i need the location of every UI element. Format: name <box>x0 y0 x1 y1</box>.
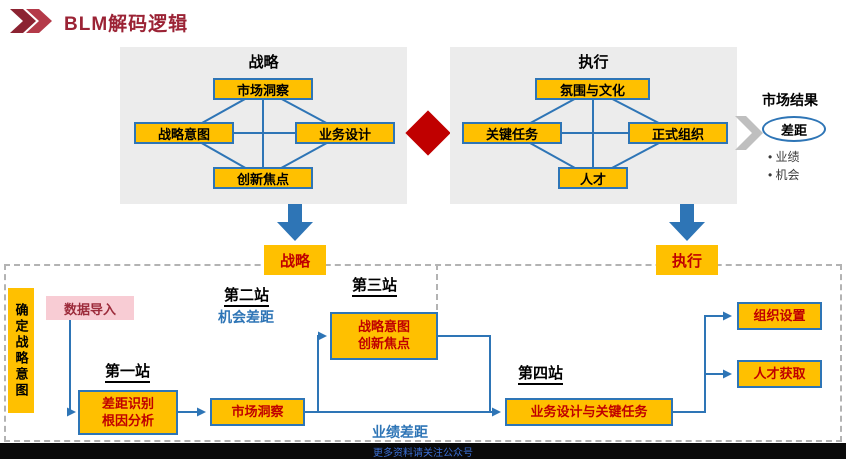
execution-box-talent: 人才 <box>558 167 628 189</box>
footer-bar: 更多资料请关注公众号 <box>0 443 846 459</box>
strategy-panel-title: 战略 <box>248 54 279 71</box>
station3-box: 战略意图 创新焦点 <box>330 312 438 360</box>
execution-box-culture: 氛围与文化 <box>535 78 650 100</box>
strategy-box-market-insight: 市场洞察 <box>213 78 313 100</box>
station1-box: 差距识别 根因分析 <box>78 390 178 435</box>
station1-title: 第一站 <box>105 360 151 383</box>
strategy-box-business-design: 业务设计 <box>295 122 395 144</box>
execution-box-key-tasks: 关键任务 <box>462 122 562 144</box>
data-import-box: 数据导入 <box>46 296 134 320</box>
market-insight-box: 市场洞察 <box>210 398 305 426</box>
page-title: BLM解码逻辑 <box>64 14 189 35</box>
strategy-panel: 战略 市场洞察 战略意图 业务设计 创新焦点 <box>120 47 407 204</box>
gap-ellipse: 差距 <box>762 116 826 142</box>
down-arrow-execution-icon <box>669 204 705 241</box>
tag-strategy: 战略 <box>264 245 326 275</box>
bullet-performance: 业绩 <box>768 148 800 165</box>
determine-strategic-intent-strip: 确定战略意图 <box>8 288 34 413</box>
performance-gap-label: 业绩差距 <box>372 424 428 440</box>
red-diamond-icon <box>405 110 451 156</box>
execution-panel: 执行 氛围与文化 关键任务 正式组织 人才 <box>450 47 737 204</box>
flow-connectors <box>67 311 732 417</box>
execution-box-formal-org: 正式组织 <box>628 122 728 144</box>
station3-title: 第三站 <box>352 274 398 297</box>
station4-title: 第四站 <box>518 362 564 385</box>
opportunity-gap-label: 机会差距 <box>218 309 274 325</box>
strategy-box-innovation-focus: 创新焦点 <box>213 167 313 189</box>
down-arrow-strategy-icon <box>277 204 313 241</box>
determine-strategic-intent-label: 确定战略意图 <box>13 302 29 399</box>
org-setup-box: 组织设置 <box>737 302 822 330</box>
talent-acquisition-box: 人才获取 <box>737 360 822 388</box>
station4-box: 业务设计与关键任务 <box>505 398 673 426</box>
strategy-box-strategic-intent: 战略意图 <box>134 122 234 144</box>
tag-execution: 执行 <box>656 245 718 275</box>
footer-watermark: 更多资料请关注公众号 <box>373 447 473 459</box>
flow-dashed-divider <box>436 264 438 340</box>
market-result-title: 市场结果 <box>762 92 818 108</box>
execution-panel-title: 执行 <box>578 54 609 71</box>
double-chevron-icon <box>10 9 52 33</box>
flow-dashed-border <box>4 264 842 442</box>
gray-arrow-right-icon <box>735 116 763 150</box>
bullet-opportunity: 机会 <box>768 166 800 183</box>
station2-title: 第二站 <box>224 284 270 307</box>
